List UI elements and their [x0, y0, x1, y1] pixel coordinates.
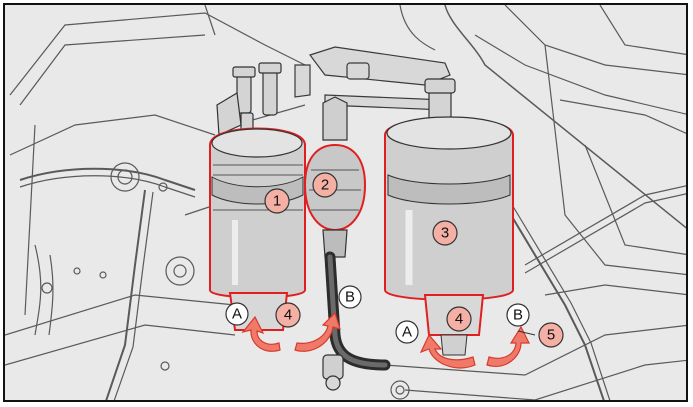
illustration-frame: 1 2 3 4 4 5 A — [3, 3, 688, 402]
callout-3: 3 — [432, 220, 458, 246]
callout-4-right: 4 — [446, 306, 472, 332]
fuel-filter-1 — [209, 62, 306, 331]
callout-b-left: B — [338, 285, 362, 309]
callout-5: 5 — [517, 322, 564, 348]
fuel-filter-illustration: 1 2 3 4 4 5 A — [5, 5, 686, 400]
arrow-b-left — [294, 311, 341, 352]
background-linework — [5, 5, 686, 400]
svg-text:4: 4 — [455, 311, 463, 328]
svg-text:5: 5 — [547, 327, 555, 344]
arrow-b-right — [486, 325, 530, 367]
callout-2: 2 — [312, 172, 338, 198]
callout-1: 1 — [264, 188, 290, 214]
mounting-bracket — [294, 46, 451, 111]
svg-text:4: 4 — [284, 307, 292, 324]
svg-text:2: 2 — [321, 177, 329, 194]
arrow-a-left — [241, 315, 281, 352]
svg-text:3: 3 — [441, 225, 449, 242]
callout-4-left: 4 — [275, 302, 301, 328]
callouts: 1 2 3 4 4 5 A — [225, 172, 564, 348]
svg-text:B: B — [513, 307, 523, 324]
callout-a-left: A — [225, 302, 249, 326]
rotation-arrows — [241, 311, 530, 369]
callout-b-right: B — [506, 303, 530, 327]
arrow-a-right — [419, 333, 476, 369]
svg-text:A: A — [232, 306, 242, 323]
svg-text:A: A — [402, 324, 412, 341]
callout-a-right: A — [395, 320, 419, 344]
svg-text:B: B — [345, 289, 355, 306]
svg-text:1: 1 — [273, 193, 281, 210]
